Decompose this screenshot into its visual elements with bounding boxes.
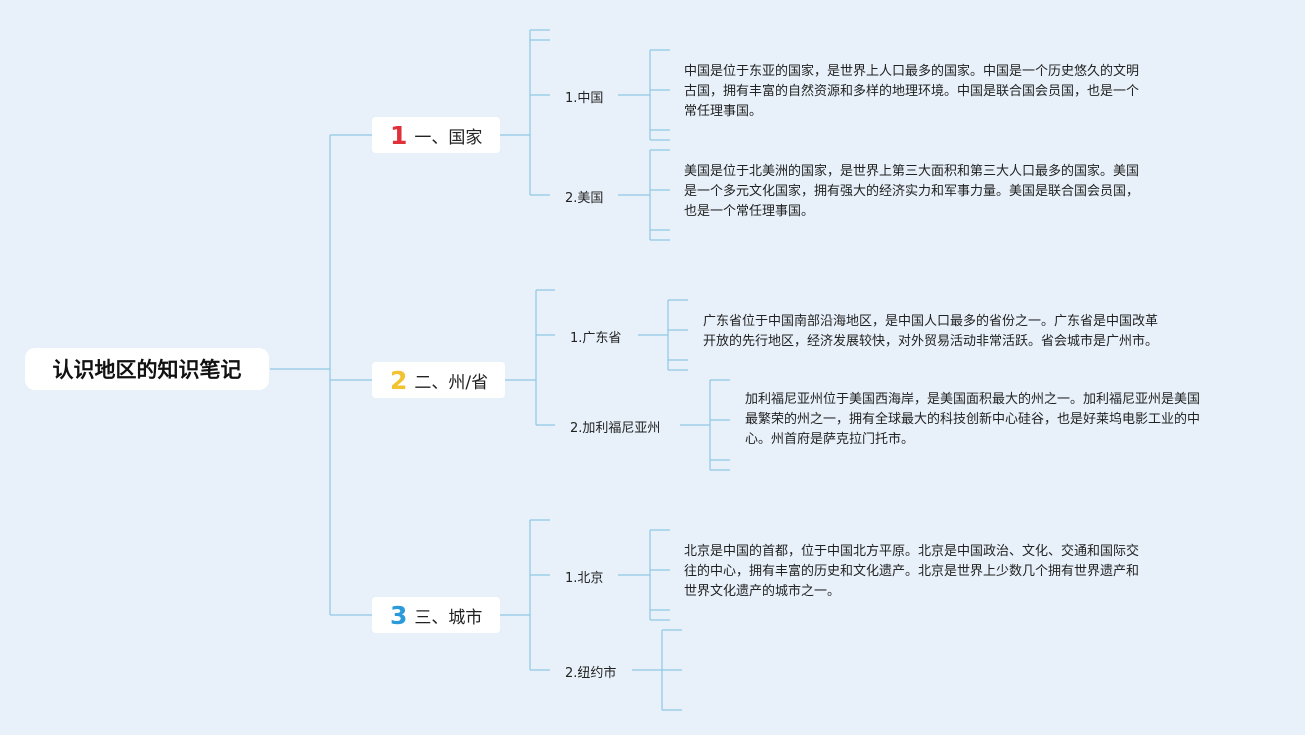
- section-number-badge: 3: [390, 600, 408, 630]
- topic-note-guangdong: 广东省位于中国南部沿海地区，是中国人口最多的省份之一。广东省是中国改革 开放的先…: [703, 314, 1159, 349]
- root-title: 认识地区的知识笔记: [52, 358, 242, 382]
- topic-node-beijing[interactable]: 1.北京: [565, 571, 604, 586]
- section-label: 一、国家: [414, 127, 483, 148]
- topic-node-new-york[interactable]: 2.纽约市: [565, 666, 617, 681]
- topic-note-usa: 美国是位于北美洲的国家，是世界上第三大面积和第三大人口最多的国家。美国 是一个多…: [684, 164, 1140, 219]
- topic-node-usa[interactable]: 2.美国: [565, 191, 604, 206]
- section-node-cities[interactable]: 3 三、城市: [372, 597, 500, 633]
- topic-node-california[interactable]: 2.加利福尼亚州: [570, 421, 661, 436]
- section-label: 三、城市: [414, 607, 483, 628]
- topic-node-guangdong[interactable]: 1.广东省: [570, 331, 622, 346]
- section-node-countries[interactable]: 1 一、国家: [372, 117, 500, 153]
- topic-note-china: 中国是位于东亚的国家，是世界上人口最多的国家。中国是一个历史悠久的文明 古国，拥…: [684, 64, 1140, 119]
- root-node[interactable]: 认识地区的知识笔记: [25, 348, 269, 390]
- section-label: 二、州/省: [414, 372, 489, 393]
- section-number-badge: 2: [390, 365, 408, 395]
- section-number-badge: 1: [390, 120, 408, 150]
- topic-note-california: 加利福尼亚州位于美国西海岸，是美国面积最大的州之一。加利福尼亚州是美国 最繁荣的…: [745, 392, 1201, 447]
- topic-note-beijing: 北京是中国的首都，位于中国北方平原。北京是中国政治、文化、交通和国际交 往的中心…: [684, 544, 1140, 599]
- topic-node-china[interactable]: 1.中国: [565, 91, 604, 106]
- section-node-states-provinces[interactable]: 2 二、州/省: [372, 362, 505, 398]
